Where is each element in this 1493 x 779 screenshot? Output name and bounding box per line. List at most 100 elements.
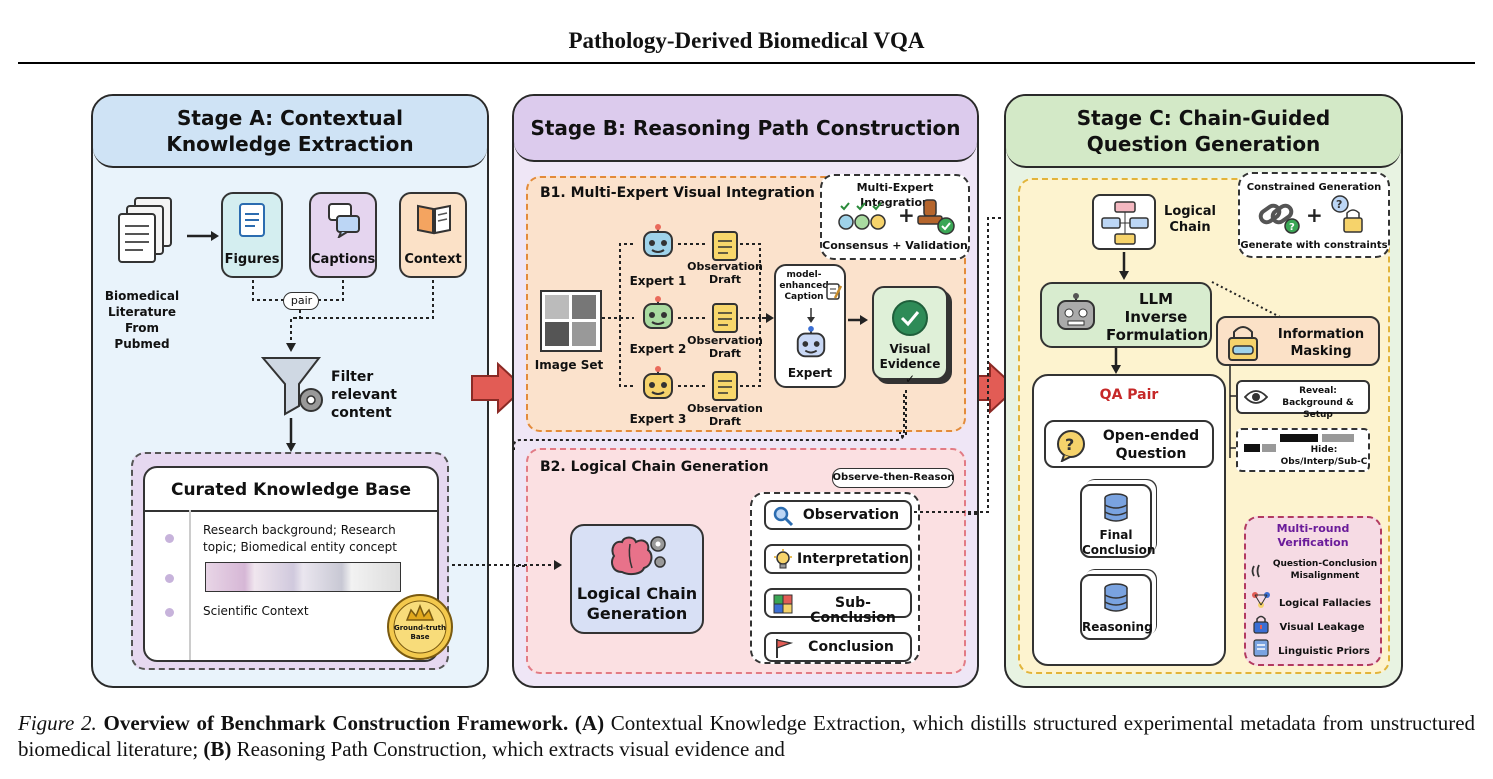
lcg-card: Logical Chain Generation bbox=[570, 524, 704, 634]
image-set-grid bbox=[540, 290, 602, 352]
brain-gear-icon bbox=[611, 536, 666, 576]
kb-divider bbox=[189, 510, 191, 660]
link-lock-icon: ? + ? bbox=[1258, 195, 1363, 234]
mrv-item-fallacies: Logical Fallacies bbox=[1278, 598, 1372, 609]
arrow-a-to-b-icon bbox=[471, 361, 526, 415]
kb-title: Curated Knowledge Base bbox=[170, 480, 412, 500]
lock-mask-icon bbox=[1228, 326, 1258, 361]
visual-evidence-label: Visual Evidence ✓ bbox=[879, 342, 941, 386]
kb-item-context: Scientific Context bbox=[203, 604, 309, 618]
draft-1-label: Observation Draft bbox=[687, 260, 763, 286]
hide-label: Hide: Obs/Interp/Sub-C bbox=[1280, 445, 1368, 467]
figures-card: Figures bbox=[221, 192, 283, 278]
step-interpretation: Interpretation bbox=[764, 544, 912, 574]
image-tile bbox=[545, 322, 569, 346]
constrained-generation-box bbox=[1238, 172, 1390, 258]
literature-label: Biomedical Literature From Pubmed bbox=[104, 289, 180, 351]
llm-label: LLM Inverse Formulation bbox=[1106, 290, 1209, 344]
qa-pair-card: QA Pair ? Open-ended Question Final Conc… bbox=[1032, 374, 1226, 666]
documents-icon bbox=[118, 197, 172, 263]
speech-bubble-icon bbox=[328, 203, 360, 238]
visual-evidence-card: Visual Evidence ✓ bbox=[872, 286, 948, 386]
cg-subtitle: Generate with constraints bbox=[1240, 240, 1388, 251]
step-conclusion: Conclusion bbox=[764, 632, 912, 662]
model-caption-label: model-enhanced Caption bbox=[779, 270, 829, 302]
document-icon bbox=[239, 203, 265, 237]
filter-label: Filter relevant content bbox=[331, 369, 397, 421]
database-icon bbox=[1104, 493, 1128, 522]
context-card: Context bbox=[399, 192, 467, 278]
image-tile bbox=[545, 295, 569, 319]
mrv-item-priors: Linguistic Priors bbox=[1278, 646, 1370, 657]
pair-pill bbox=[283, 292, 319, 310]
open-question-label: Open-ended Question bbox=[1102, 428, 1200, 462]
question-bubble-icon: ? bbox=[1057, 430, 1085, 462]
eye-icon bbox=[1244, 390, 1268, 404]
puzzle-icon bbox=[773, 594, 793, 614]
draft-2-label: Observation Draft bbox=[687, 334, 763, 360]
expert-1-robot-icon bbox=[643, 224, 673, 257]
kb-bullet bbox=[165, 534, 174, 543]
stage-c-connectors bbox=[1111, 252, 1283, 458]
kb-item-research: Research background; Research topic; Bio… bbox=[203, 523, 397, 554]
histology-strip bbox=[205, 562, 401, 592]
expert-3-robot-icon bbox=[643, 366, 673, 399]
image-tile bbox=[572, 295, 596, 319]
note-pencil-icon bbox=[826, 283, 843, 300]
b1-title: B1. Multi-Expert Visual Integration bbox=[540, 185, 815, 201]
stage-b-panel: Stage B: Reasoning Path Construction B1.… bbox=[512, 94, 979, 688]
step-interpretation-label: Interpretation bbox=[797, 551, 909, 567]
svg-text:?: ? bbox=[1336, 198, 1342, 211]
experts-stamp-icon: + bbox=[838, 199, 955, 235]
lightbulb-icon bbox=[774, 549, 792, 569]
masking-card: Information Masking bbox=[1216, 316, 1380, 366]
logical-chain-icon-box bbox=[1092, 194, 1156, 250]
caption-a-text: Contextual Knowledge Extraction, which d… bbox=[18, 711, 1476, 761]
stage-a-panel: Stage A: Contextual Knowledge Extraction… bbox=[91, 94, 489, 688]
svg-text:+: + bbox=[898, 203, 915, 227]
magnifier-icon bbox=[773, 506, 794, 527]
misalignment-icon bbox=[1251, 564, 1260, 578]
stage-b-title: Stage B: Reasoning Path Construction bbox=[514, 96, 977, 162]
mrv-item-leakage: Visual Leakage bbox=[1279, 622, 1365, 633]
book-icon bbox=[417, 204, 451, 235]
kb-title-bar bbox=[145, 468, 437, 512]
mrv-title: Multi-round Verification bbox=[1276, 522, 1350, 549]
mei-box bbox=[820, 174, 970, 260]
expert-2-robot-icon bbox=[643, 296, 673, 329]
step-sub-conclusion: Sub-Conclusion bbox=[764, 588, 912, 626]
expert-1-label: Expert 1 bbox=[629, 274, 687, 288]
stage-c-title: Stage C: Chain-Guided Question Generatio… bbox=[1006, 96, 1401, 168]
check-circle-icon bbox=[892, 300, 928, 336]
expert-robot-icon bbox=[796, 326, 826, 358]
cg-title: Constrained Generation bbox=[1246, 182, 1382, 193]
expert-3-label: Expert 3 bbox=[629, 412, 687, 426]
fallacy-network-icon bbox=[1252, 592, 1270, 608]
final-conclusion-label: Final Conclusion bbox=[1082, 528, 1156, 557]
reveal-label: Reveal: Background & Setup bbox=[1282, 386, 1354, 420]
leak-lock-icon bbox=[1253, 615, 1269, 634]
robot-icon bbox=[1057, 293, 1095, 330]
image-tile bbox=[572, 322, 596, 346]
mei-subtitle: Consensus + Validation bbox=[822, 239, 968, 252]
final-conclusion-card: Final Conclusion bbox=[1080, 484, 1156, 558]
caption-fig-label: Figure 2. bbox=[18, 711, 97, 735]
badge-label: Ground-truth Base bbox=[393, 624, 446, 641]
captions-card: Captions bbox=[309, 192, 377, 278]
pair-label: pair bbox=[290, 294, 313, 307]
context-label: Context bbox=[404, 252, 462, 267]
draft-1-icon bbox=[712, 231, 738, 261]
draft-3-label: Observation Draft bbox=[687, 402, 763, 428]
stage-c-panel: Stage C: Chain-Guided Question Generatio… bbox=[1004, 94, 1403, 688]
kb-bullet bbox=[165, 608, 174, 617]
caption-b-marker: (B) bbox=[203, 737, 232, 761]
reveal-card: Reveal: Background & Setup bbox=[1236, 380, 1370, 420]
step-conclusion-label: Conclusion bbox=[808, 639, 894, 655]
expert-label: Expert bbox=[787, 366, 833, 380]
image-set-label: Image Set bbox=[534, 358, 604, 372]
redaction-bar bbox=[1244, 444, 1260, 452]
mrv-item-misalignment: Question-Conclusion Misalignment bbox=[1272, 559, 1378, 581]
stage-a-title: Stage A: Contextual Knowledge Extraction bbox=[93, 96, 487, 168]
figure-caption: Figure 2. Overview of Benchmark Construc… bbox=[18, 710, 1475, 762]
svg-text:+: + bbox=[1306, 203, 1323, 227]
